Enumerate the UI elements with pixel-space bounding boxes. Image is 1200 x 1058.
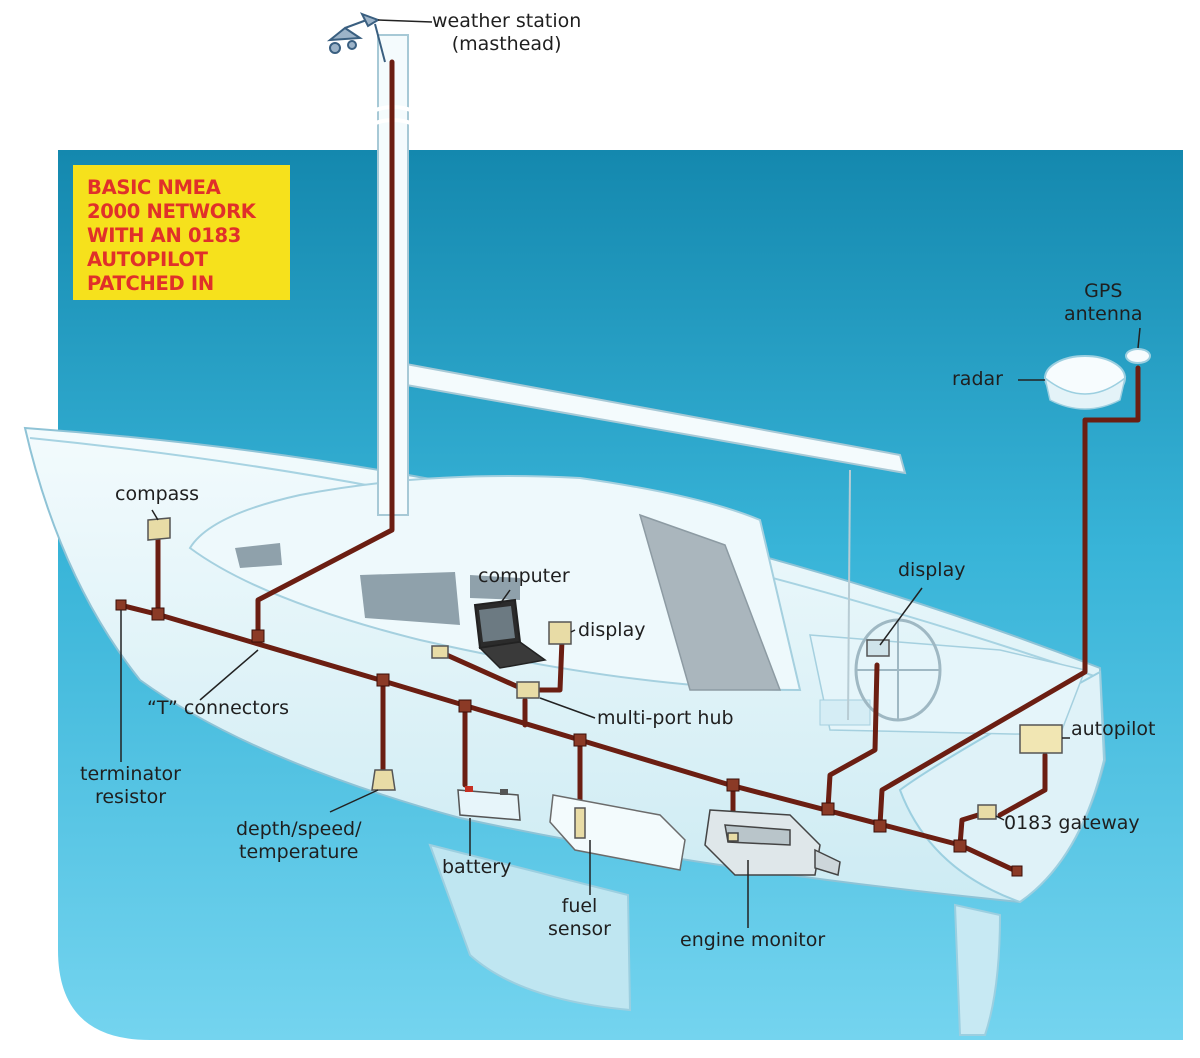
- computer-device: [473, 598, 547, 669]
- label-line: terminator: [80, 763, 181, 785]
- title-line: WITH AN 0183: [87, 224, 242, 247]
- cabin-windshield: [638, 513, 782, 691]
- depth-sensor-device: [371, 769, 396, 791]
- title-line: BASIC NMEA: [87, 176, 221, 199]
- t-connectors: [115, 599, 1023, 877]
- label-battery: battery: [442, 856, 512, 878]
- title-line: AUTOPILOT: [87, 248, 208, 271]
- label-line: (masthead): [451, 33, 562, 55]
- label-terminator-resistor: terminator resistor: [80, 763, 181, 809]
- label-computer: computer: [478, 565, 570, 587]
- label-autopilot: autopilot: [1071, 718, 1156, 740]
- label-fuel-sensor: fuel sensor: [548, 895, 611, 941]
- backstay: [847, 469, 851, 721]
- cockpit-steps: [819, 699, 871, 726]
- label-multi-port-hub: multi-port hub: [597, 707, 734, 729]
- label-compass: compass: [115, 483, 200, 505]
- engine-device: [704, 809, 841, 876]
- weather-station-device: [326, 12, 386, 63]
- label-display-helm: display: [898, 559, 966, 581]
- diagram-title-box: BASIC NMEA 2000 NETWORK WITH AN 0183 AUT…: [73, 165, 290, 300]
- label-weather-station: weather station (masthead): [432, 10, 581, 56]
- keel: [428, 843, 632, 1012]
- label-line: temperature: [239, 841, 359, 863]
- gps-antenna-device: [1125, 348, 1151, 364]
- label-gps-antenna: GPS antenna: [1064, 280, 1143, 326]
- compass-device: [147, 517, 171, 541]
- label-line: weather station: [432, 10, 582, 32]
- label-line: sensor: [548, 918, 611, 940]
- label-line: GPS: [1084, 280, 1123, 302]
- multi-port-hub-device: [516, 681, 540, 699]
- label-t-connectors: “T” connectors: [147, 697, 289, 719]
- autopilot-device: [1019, 724, 1063, 754]
- label-radar: radar: [952, 368, 1003, 390]
- cabin-window-2: [360, 572, 460, 625]
- label-0183-gateway: 0183 gateway: [1004, 812, 1140, 834]
- label-line: depth/speed/: [236, 818, 362, 840]
- fuel-tank: [549, 794, 686, 871]
- label-engine-monitor: engine monitor: [680, 929, 826, 951]
- title-line: PATCHED IN: [87, 272, 214, 295]
- label-depth-speed-temperature: depth/speed/ temperature: [236, 818, 362, 864]
- cabin-display-device: [548, 621, 572, 645]
- label-line: antenna: [1064, 303, 1143, 325]
- hub-junction: [431, 645, 449, 659]
- label-line: fuel: [561, 895, 598, 917]
- leader-lines: [120, 19, 1141, 928]
- helm-display-device: [866, 639, 890, 657]
- gateway-device: [977, 804, 997, 820]
- cabin-window-1: [235, 543, 282, 568]
- label-line: resistor: [94, 786, 167, 808]
- label-display-cabin: display: [578, 619, 646, 641]
- rudder: [953, 903, 1002, 1036]
- title-line: 2000 NETWORK: [87, 200, 256, 223]
- battery-device: [457, 786, 521, 821]
